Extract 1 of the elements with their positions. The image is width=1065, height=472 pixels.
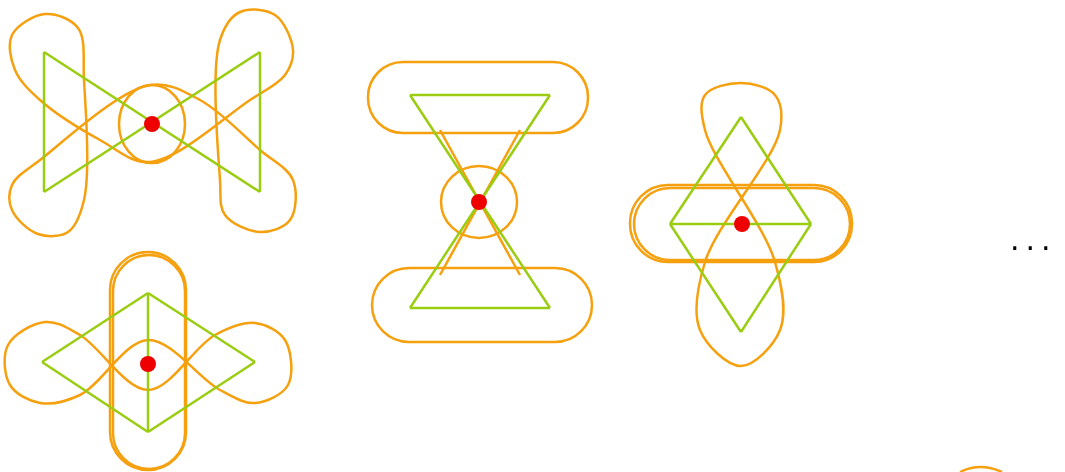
ellipsis: ... bbox=[1010, 222, 1057, 257]
